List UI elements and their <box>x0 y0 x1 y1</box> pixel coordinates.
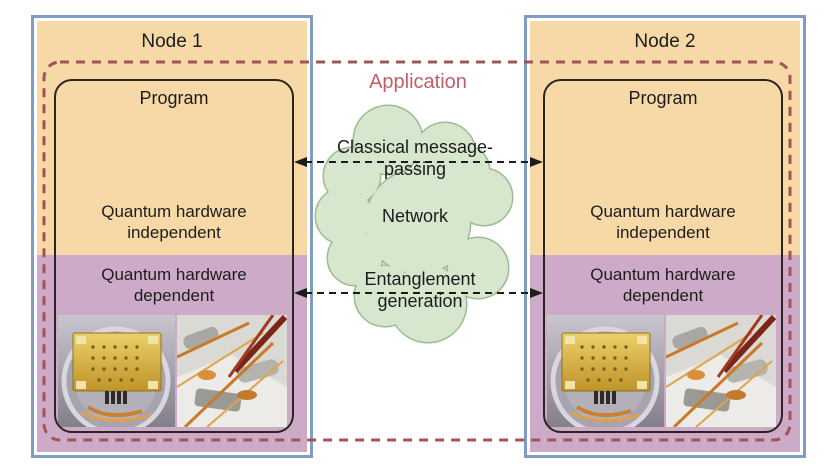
application-label: Application <box>369 71 467 93</box>
node-2-title: Node 2 <box>634 31 696 52</box>
node-1-program-box: Program Quantum hardware independent Qua… <box>54 79 294 433</box>
optical-bench-photo <box>666 315 776 427</box>
node-2-box: Node 2 Program Quantum hardware independ… <box>524 15 806 458</box>
network-label: Network <box>381 206 448 226</box>
node-1-program-title: Program <box>139 88 209 108</box>
node-1-inner: Node 1 Program Quantum hardware independ… <box>37 21 307 452</box>
node-2-program-box: Program Quantum hardware independent Qua… <box>543 79 783 433</box>
optical-bench-photo <box>177 315 287 427</box>
classical-message-passing-label: Classical message-passing <box>336 137 494 179</box>
node-2-hw-independent-label: Quantum hardware independent <box>590 202 736 243</box>
node-2-hw-dependent-label: Quantum hardware dependent <box>590 265 736 306</box>
node-1-title: Node 1 <box>141 31 203 52</box>
node-2-hardware-photos <box>547 315 776 427</box>
node-1-hw-dependent-label: Quantum hardware dependent <box>101 265 247 306</box>
node-2-inner: Node 2 Program Quantum hardware independ… <box>530 21 800 452</box>
gold-chip-mount-photo <box>547 315 664 427</box>
gold-chip-mount-photo <box>58 315 175 427</box>
node-1-hardware-photos <box>58 315 287 427</box>
entanglement-generation-label: Entanglement generation <box>364 269 476 311</box>
node-1-box: Node 1 Program Quantum hardware independ… <box>31 15 313 458</box>
node-1-hw-independent-label: Quantum hardware independent <box>101 202 247 243</box>
node-2-program-title: Program <box>628 88 698 108</box>
